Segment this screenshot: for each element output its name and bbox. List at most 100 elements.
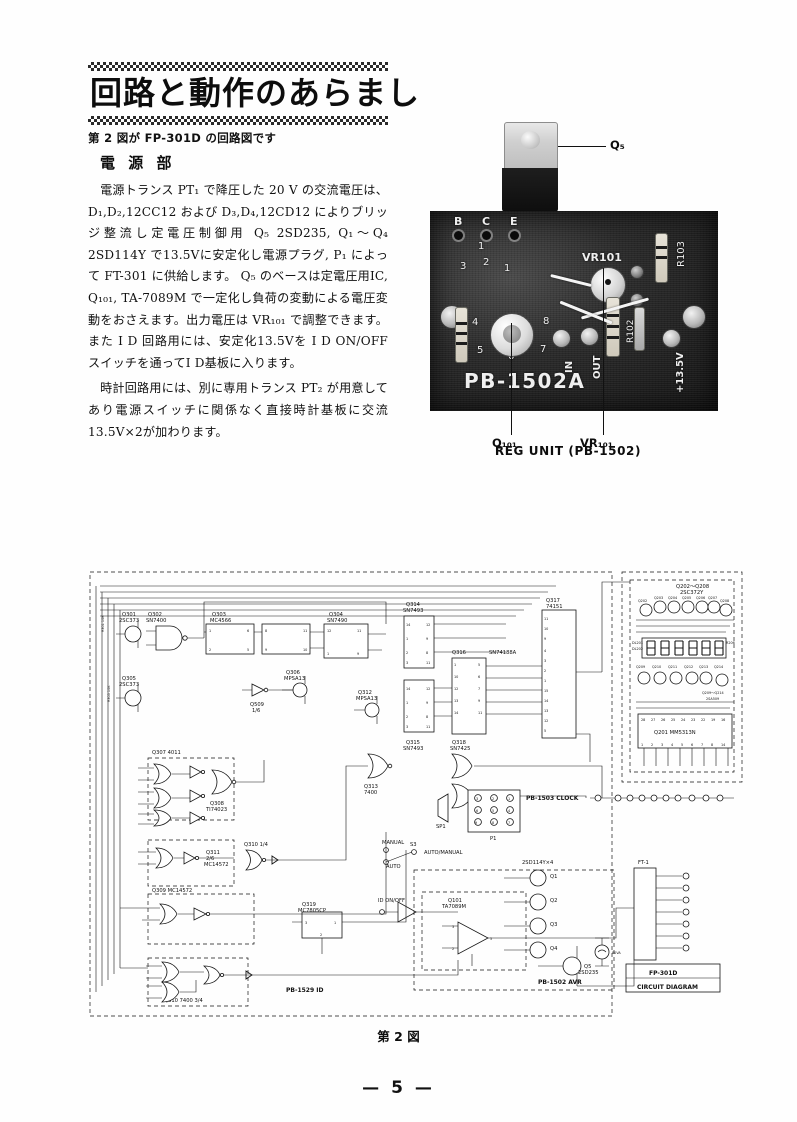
section-heading-power-supply: 電 源 部 xyxy=(100,154,176,172)
silk-num-7: 7 xyxy=(540,344,547,355)
svg-text:1: 1 xyxy=(406,701,408,705)
svg-text:23: 23 xyxy=(691,718,695,722)
photo-label-q101: Q₁₀₁ xyxy=(492,436,517,450)
svg-text:TI74023: TI74023 xyxy=(205,807,227,813)
paragraph-2: 時計回路用には、別に専用トランス PT₂ が用意してあり電源スイッチに関係なく直… xyxy=(88,381,388,439)
svg-text:FP-301D: FP-301D xyxy=(649,970,677,977)
svg-text:5: 5 xyxy=(492,809,494,813)
silk-num-2: 2 xyxy=(483,257,490,268)
svg-text:Q312: Q312 xyxy=(358,690,372,696)
svg-text:MPSA13: MPSA13 xyxy=(284,676,305,682)
silk-pin-b: B xyxy=(454,215,463,228)
svg-text:Q209: Q209 xyxy=(636,665,645,669)
svg-text:9: 9 xyxy=(478,699,480,703)
pin-hole-b xyxy=(454,231,463,240)
svg-text:Q207: Q207 xyxy=(708,596,717,600)
clock-display-digits: DL201 DL202 R206 xyxy=(632,637,735,659)
svg-text:9: 9 xyxy=(265,648,267,652)
svg-text:R206: R206 xyxy=(726,641,735,645)
silk-num-4: 4 xyxy=(472,317,479,328)
svg-text:Q206: Q206 xyxy=(696,596,705,600)
svg-text:Q205: Q205 xyxy=(682,596,691,600)
svg-text:5: 5 xyxy=(247,648,249,652)
svg-text:R301 10K: R301 10K xyxy=(101,615,105,632)
svg-text:4: 4 xyxy=(544,649,546,653)
svg-text:2: 2 xyxy=(406,715,408,719)
svg-text:5: 5 xyxy=(681,743,683,747)
svg-text:S3: S3 xyxy=(410,842,417,848)
svg-text:Q202: Q202 xyxy=(638,599,647,603)
svg-text:74151: 74151 xyxy=(546,604,563,610)
svg-text:6: 6 xyxy=(478,675,480,679)
svg-text:7: 7 xyxy=(478,687,480,691)
svg-text:8: 8 xyxy=(711,743,713,747)
svg-text:11: 11 xyxy=(544,617,548,621)
svg-text:2: 2 xyxy=(651,743,653,747)
terminal-pad-in xyxy=(552,329,571,348)
svg-text:5: 5 xyxy=(544,729,546,733)
svg-text:Q210: Q210 xyxy=(652,665,661,669)
svg-text:Q101: Q101 xyxy=(448,898,462,904)
svg-text:FT-1: FT-1 xyxy=(638,860,649,866)
svg-text:9: 9 xyxy=(357,652,359,656)
svg-text:12: 12 xyxy=(426,623,430,627)
svg-text:13: 13 xyxy=(544,709,548,713)
svg-text:3: 3 xyxy=(661,743,663,747)
pin-hole-e xyxy=(510,231,519,240)
svg-text:1: 1 xyxy=(327,652,329,656)
svg-text:11: 11 xyxy=(426,725,430,729)
svg-text:Q211: Q211 xyxy=(668,665,677,669)
svg-text:14: 14 xyxy=(454,711,458,715)
checker-rule-bottom xyxy=(88,116,388,125)
pin-hole-c xyxy=(482,231,491,240)
svg-text:2: 2 xyxy=(452,947,454,951)
svg-text:14: 14 xyxy=(406,687,410,691)
photo-label-q5: Q₅ xyxy=(610,138,625,152)
svg-text:Q208: Q208 xyxy=(720,599,729,603)
svg-text:3: 3 xyxy=(406,725,408,729)
svg-text:3: 3 xyxy=(476,797,478,801)
svg-text:8: 8 xyxy=(492,821,494,825)
svg-text:8: 8 xyxy=(265,629,267,633)
svg-text:Q315: Q315 xyxy=(406,740,420,746)
mount-screw-top-right xyxy=(682,305,706,329)
q101-metal-can-ic xyxy=(490,313,534,357)
svg-text:2SA509: 2SA509 xyxy=(706,697,719,701)
photo-caption: REG UNIT (PB-1502) xyxy=(494,444,642,458)
svg-text:24: 24 xyxy=(681,718,685,722)
svg-text:3: 3 xyxy=(544,659,546,663)
svg-text:MC14572: MC14572 xyxy=(204,862,229,868)
article-heading: 回路と動作のあらまし xyxy=(88,62,419,125)
svg-text:13: 13 xyxy=(454,699,458,703)
circuit-diagram: .ln { stroke:#151515; stroke-width:.6; f… xyxy=(86,562,746,1022)
svg-text:P1: P1 xyxy=(490,836,496,842)
page-number: — 5 — xyxy=(362,1078,435,1098)
svg-text:5: 5 xyxy=(490,937,492,941)
hookup-wire-1 xyxy=(550,273,592,288)
svg-text:11: 11 xyxy=(303,629,307,633)
svg-text:SN7493: SN7493 xyxy=(403,746,423,752)
svg-text:MPSA13: MPSA13 xyxy=(356,696,377,702)
svg-text:11: 11 xyxy=(478,711,482,715)
svg-text:Q306: Q306 xyxy=(286,670,300,676)
svg-text:2: 2 xyxy=(544,669,546,673)
svg-text:Q202〜Q208: Q202〜Q208 xyxy=(676,584,709,590)
svg-text:2SD114Y×4: 2SD114Y×4 xyxy=(522,860,554,866)
svg-text:Q318: Q318 xyxy=(452,740,466,746)
svg-text:10: 10 xyxy=(454,675,458,679)
svg-text:Q214: Q214 xyxy=(714,665,723,669)
svg-text:9: 9 xyxy=(544,637,546,641)
svg-text:Q313: Q313 xyxy=(364,784,378,790)
svg-text:12: 12 xyxy=(454,687,458,691)
figure-caption: 第 2 図 xyxy=(377,1029,420,1044)
schematic-title-block: FP-301D CIRCUIT DIAGRAM xyxy=(625,963,721,993)
silk-num-3: 3 xyxy=(460,261,467,272)
svg-text:1/6: 1/6 xyxy=(252,708,260,714)
silk-terminal-out: OUT xyxy=(592,355,603,379)
q5-transistor-heatsink xyxy=(504,122,558,172)
svg-text:AUTO: AUTO xyxy=(386,864,401,870)
svg-text:SN7493: SN7493 xyxy=(403,608,423,614)
svg-text:SN7400: SN7400 xyxy=(146,618,166,624)
body-text-column: 電源トランス PT₁ で降圧した 20 V の交流電圧は、D₁,D₂,12CC1… xyxy=(88,180,388,447)
